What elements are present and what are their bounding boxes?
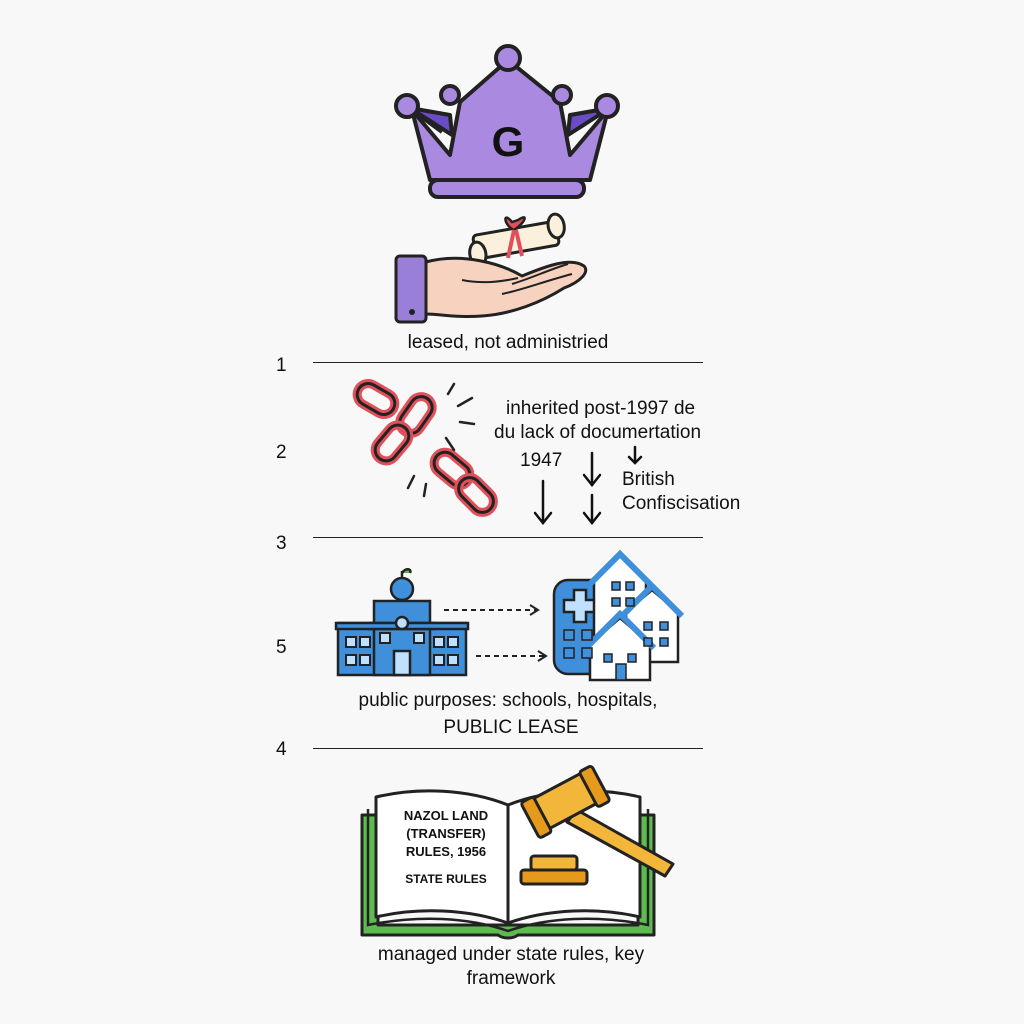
down-arrows <box>533 445 643 526</box>
british-label-line2: Confiscisation <box>622 493 741 514</box>
crown-letter: G <box>492 118 525 165</box>
divider-1 <box>313 362 703 363</box>
hand-icon <box>394 254 588 324</box>
section-number-3: 3 <box>276 533 287 554</box>
section-number-2: 2 <box>276 442 287 463</box>
book-title-line3: RULES, 1956 <box>405 844 487 859</box>
section-number-5: 5 <box>276 637 287 658</box>
divider-2 <box>313 537 703 538</box>
section-number-4: 4 <box>276 739 287 760</box>
school-building-icon <box>334 568 470 677</box>
dashed-arrows <box>444 604 548 662</box>
hospital-buildings-icon <box>552 549 685 682</box>
managed-caption-line2: framework <box>466 968 556 989</box>
book-title-line2: (TRANSFER) <box>406 826 486 841</box>
public-lease-label: PUBLIC LEASE <box>443 717 579 738</box>
divider-3 <box>313 748 703 749</box>
lease-caption: leased, not administried <box>407 332 609 353</box>
managed-caption-line1: managed under state rules, key <box>377 944 645 965</box>
inherited-text-line1: inherited post-1997 de <box>506 398 696 419</box>
crown-icon: G <box>394 44 620 199</box>
section-number-1: 1 <box>276 355 287 376</box>
public-purposes-line1: public purposes: schools, hospitals, <box>358 690 658 711</box>
british-label-line1: British <box>622 469 675 490</box>
book-subtitle: STATE RULES <box>405 872 487 886</box>
broken-chain-icon <box>352 379 498 517</box>
gavel-icon <box>519 765 675 886</box>
book-title-line1: NAZOL LAND <box>403 808 489 823</box>
year-1947-label: 1947 <box>520 450 563 471</box>
scroll-icon <box>468 212 566 268</box>
inherited-text-line2: du lack of documertation <box>494 422 702 443</box>
